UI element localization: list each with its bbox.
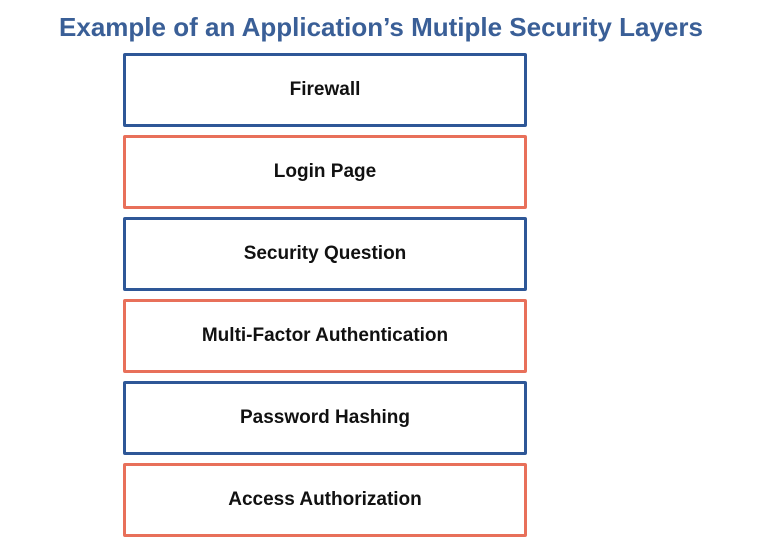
layer-label: Access Authorization bbox=[228, 489, 422, 510]
layer-label: Security Question bbox=[243, 243, 407, 264]
layer-label: Password Hashing bbox=[240, 407, 410, 428]
security-layer-stack: Firewall Login Page Security Question Mu… bbox=[123, 53, 527, 537]
layer-label: Multi-Factor Authentication bbox=[201, 325, 449, 346]
layer-multi-factor-authentication: Multi-Factor Authentication bbox=[123, 299, 527, 373]
layer-firewall: Firewall bbox=[123, 53, 527, 127]
layer-security-question: Security Question bbox=[123, 217, 527, 291]
layer-login-page: Login Page bbox=[123, 135, 527, 209]
diagram-title: Example of an Application’s Mutiple Secu… bbox=[59, 12, 703, 42]
layer-label: Login Page bbox=[273, 161, 377, 182]
layer-password-hashing: Password Hashing bbox=[123, 381, 527, 455]
layer-access-authorization: Access Authorization bbox=[123, 463, 527, 537]
layer-label: Firewall bbox=[289, 79, 361, 100]
